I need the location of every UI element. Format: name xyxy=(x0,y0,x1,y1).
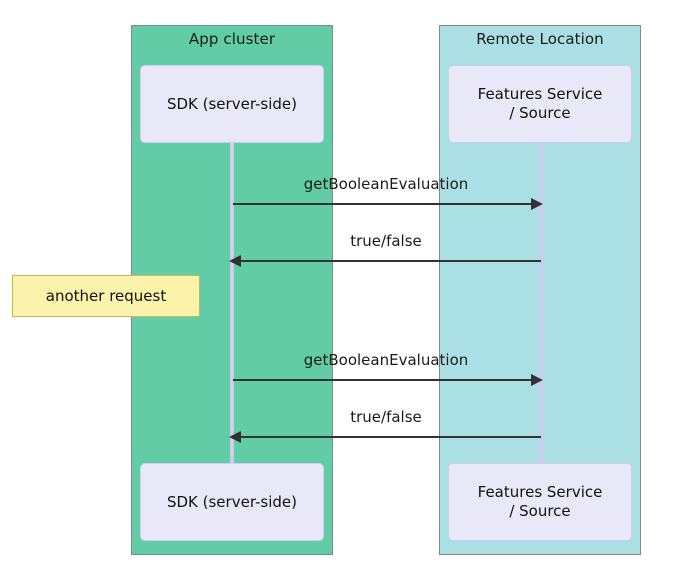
participant-features-service-source-top-label-line2: / Source xyxy=(509,104,571,122)
message-2-arrowhead-icon xyxy=(229,255,241,267)
gutter-band-message-2 xyxy=(333,205,439,261)
participant-sdk-server-side-top[interactable]: SDK (server-side) xyxy=(140,65,324,143)
message-4-line xyxy=(240,436,541,438)
participant-features-service-source-bottom-label: Features Service / Source xyxy=(478,483,603,521)
note-another-request[interactable]: another request xyxy=(12,275,200,317)
message-1-label: getBooleanEvaluation xyxy=(303,175,469,193)
gutter-band-message-1 xyxy=(333,165,439,205)
participant-sdk-server-side-bottom[interactable]: SDK (server-side) xyxy=(140,463,324,541)
message-1-arrowhead-icon xyxy=(531,198,543,210)
message-4-label: true/false xyxy=(350,408,422,426)
group-app-cluster-title: App cluster xyxy=(188,30,276,48)
note-another-request-text: another request xyxy=(45,287,167,305)
message-4-arrowhead-icon xyxy=(229,431,241,443)
message-3-label: getBooleanEvaluation xyxy=(303,351,469,369)
gutter-band-message-4 xyxy=(333,381,439,437)
message-3-line xyxy=(233,379,533,381)
participant-sdk-server-side-top-label: SDK (server-side) xyxy=(166,94,298,113)
participant-features-service-source-bottom-label-line2: / Source xyxy=(509,502,571,520)
participant-sdk-server-side-bottom-label: SDK (server-side) xyxy=(166,492,298,511)
participant-features-service-source-bottom-label-line1: Features Service xyxy=(477,483,603,502)
participant-features-service-source-top-label-line1: Features Service xyxy=(477,85,603,104)
participant-features-service-source-bottom[interactable]: Features Service / Source xyxy=(448,463,632,541)
gutter-band-message-3 xyxy=(333,341,439,381)
message-1-line xyxy=(233,203,533,205)
participant-features-service-source-top[interactable]: Features Service / Source xyxy=(448,65,632,143)
message-2-line xyxy=(240,260,541,262)
lifeline-features-service-source xyxy=(539,140,543,480)
lifeline-sdk-server-side xyxy=(230,140,234,480)
participant-features-service-source-top-label: Features Service / Source xyxy=(478,85,603,123)
message-2-label: true/false xyxy=(350,232,422,250)
group-remote-location-title: Remote Location xyxy=(476,30,604,48)
message-3-arrowhead-icon xyxy=(531,374,543,386)
